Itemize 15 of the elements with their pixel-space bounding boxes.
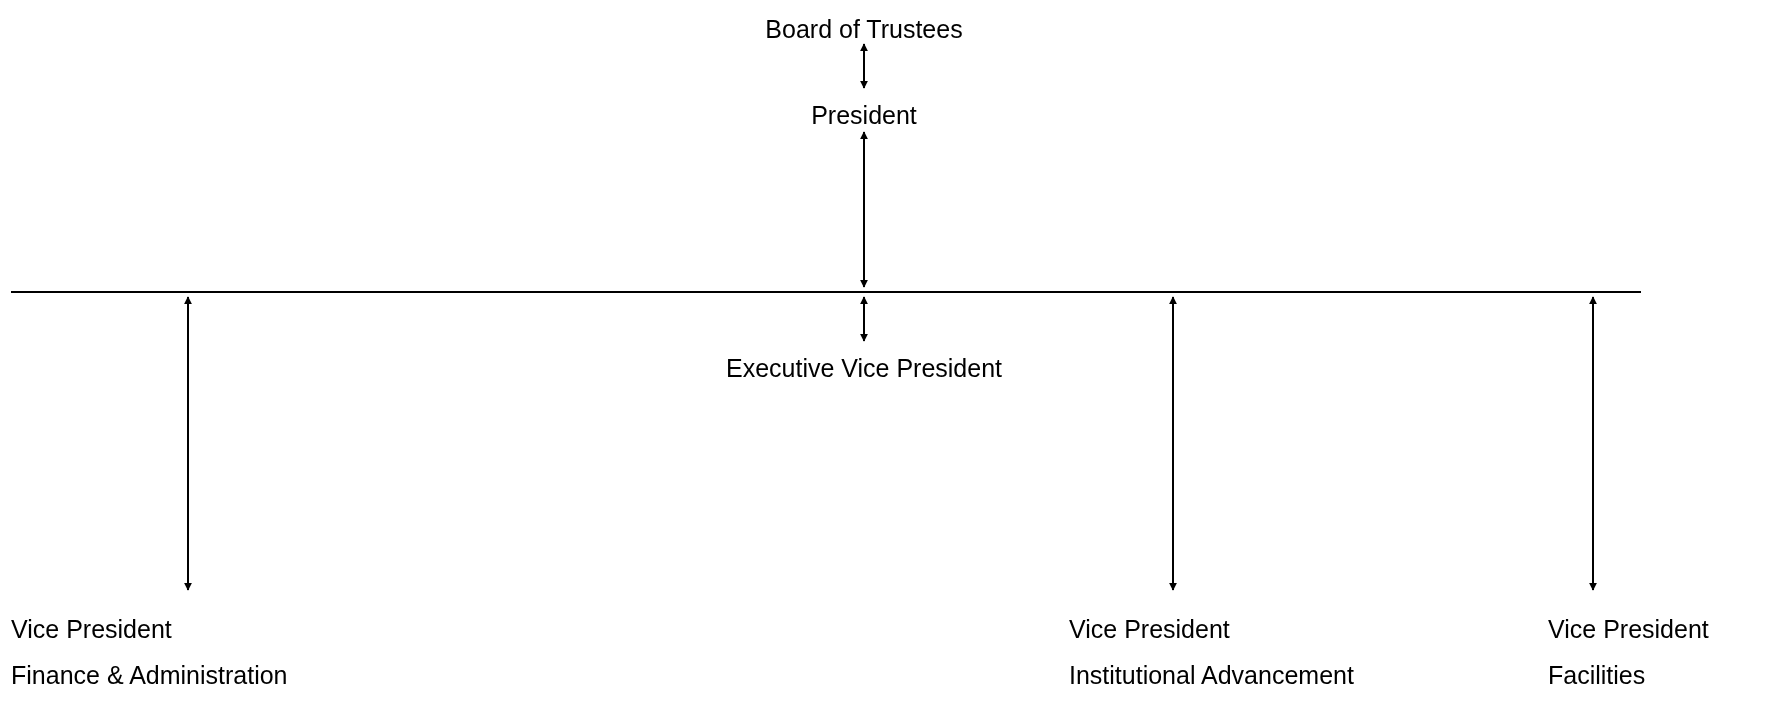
department-name: Facilities bbox=[1548, 660, 1647, 691]
double-arrow bbox=[184, 296, 192, 591]
double-arrow bbox=[860, 296, 868, 342]
role-title: Vice President bbox=[1069, 614, 1231, 645]
role-title: Vice President bbox=[11, 614, 173, 645]
double-arrow bbox=[860, 43, 868, 89]
double-arrow bbox=[1169, 296, 1177, 591]
role-title: Board of Trustees bbox=[764, 14, 964, 45]
role-title: Executive Vice President bbox=[724, 353, 1004, 384]
role-title: President bbox=[810, 100, 918, 131]
double-arrow bbox=[860, 131, 868, 288]
department-name: Institutional Advancement bbox=[1069, 660, 1355, 691]
department-name: Finance & Administration bbox=[11, 660, 289, 691]
role-title: Vice President bbox=[1548, 614, 1710, 645]
double-arrow bbox=[1589, 296, 1597, 591]
